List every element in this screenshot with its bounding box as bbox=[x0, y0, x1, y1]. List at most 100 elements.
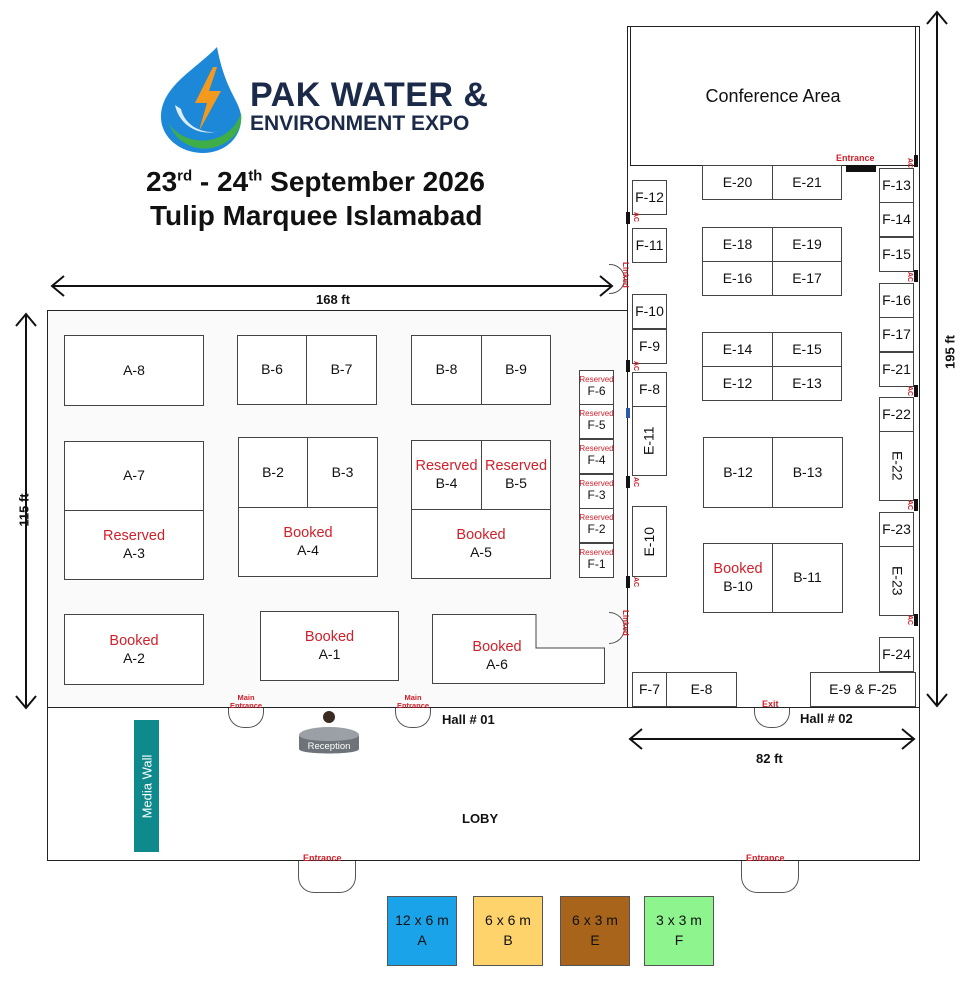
booth-f24[interactable]: F-24 bbox=[879, 637, 914, 672]
reception-illustration-icon bbox=[299, 711, 359, 754]
logo-line-2: ENVIRONMENT EXPO bbox=[250, 112, 470, 135]
conference-entrance-marker bbox=[846, 165, 876, 172]
booth-f12[interactable]: F-12 bbox=[632, 180, 667, 215]
hall1-height-label: 115 ft bbox=[16, 493, 32, 527]
lobby-entrance-1-door[interactable] bbox=[298, 861, 356, 893]
expo-logo bbox=[155, 45, 250, 155]
ac-unit bbox=[626, 212, 630, 224]
booth-e23[interactable]: E-23 bbox=[879, 546, 914, 616]
booth-b12[interactable]: B-12 bbox=[703, 437, 773, 508]
ac-unit bbox=[626, 476, 630, 488]
booth-b8[interactable]: B-8 bbox=[411, 335, 482, 405]
booth-f17[interactable]: F-17 bbox=[879, 317, 914, 352]
booth-f22[interactable]: F-22 bbox=[879, 397, 914, 432]
ac-unit bbox=[914, 155, 918, 167]
booth-f11[interactable]: F-11 bbox=[632, 228, 667, 263]
lobby-entrance-2-door[interactable] bbox=[741, 861, 799, 893]
conference-area-label: Conference Area bbox=[705, 85, 841, 106]
conference-area[interactable]: Conference Area bbox=[630, 26, 916, 166]
booth-f15[interactable]: F-15 bbox=[879, 237, 914, 272]
ac-unit bbox=[914, 270, 918, 282]
booth-f23[interactable]: F-23 bbox=[879, 512, 914, 547]
reception-label: Reception bbox=[307, 741, 351, 752]
logo-title: PAK WATER & ENVIRONMENT EXPO bbox=[250, 78, 520, 136]
booth-e16[interactable]: E-16 bbox=[702, 261, 773, 296]
hall-02-label: Hall # 02 bbox=[800, 711, 853, 726]
linked-label-upper: Linked bbox=[621, 262, 630, 288]
booth-a8[interactable]: A-8 bbox=[64, 335, 204, 406]
booth-e13[interactable]: E-13 bbox=[772, 366, 842, 401]
booth-b6[interactable]: B-6 bbox=[237, 335, 307, 405]
ac-unit bbox=[914, 614, 918, 626]
event-venue: Tulip Marquee Islamabad bbox=[150, 200, 483, 231]
booth-f13[interactable]: F-13 bbox=[879, 168, 914, 203]
booth-e9-f25[interactable]: E-9 & F-25 bbox=[810, 672, 916, 707]
booth-b11[interactable]: B-11 bbox=[772, 543, 843, 613]
booth-a7[interactable]: A-7 bbox=[64, 441, 204, 511]
booth-e12[interactable]: E-12 bbox=[702, 366, 773, 401]
booth-f9[interactable]: F-9 bbox=[632, 329, 667, 364]
lobby-entrance-2-label: Entrance bbox=[746, 853, 785, 863]
ac-label: AC bbox=[632, 361, 639, 372]
ac-label: AC bbox=[906, 272, 913, 283]
booth-e21[interactable]: E-21 bbox=[772, 165, 842, 200]
ac-label: AC bbox=[906, 158, 913, 169]
booth-e17[interactable]: E-17 bbox=[772, 261, 842, 296]
booth-e11[interactable]: E-11 bbox=[632, 406, 667, 476]
booth-f8[interactable]: F-8 bbox=[632, 372, 667, 407]
booth-f10[interactable]: F-10 bbox=[632, 294, 667, 329]
booth-b2[interactable]: B-2 bbox=[238, 437, 308, 508]
booth-e15[interactable]: E-15 bbox=[772, 332, 842, 367]
booth-f21[interactable]: F-21 bbox=[879, 352, 914, 387]
linked-label-lower: Linked bbox=[621, 610, 630, 636]
booth-a6[interactable]: Booked A-6 bbox=[432, 614, 605, 684]
booth-e8[interactable]: E-8 bbox=[666, 672, 737, 707]
ac-label: AC bbox=[906, 386, 913, 397]
booth-b7[interactable]: B-7 bbox=[306, 335, 377, 405]
water-drop-logo-icon bbox=[160, 47, 242, 153]
ac-unit bbox=[626, 576, 630, 588]
booth-f14[interactable]: F-14 bbox=[879, 202, 914, 237]
booth-f16[interactable]: F-16 bbox=[879, 283, 914, 318]
ac-label: AC bbox=[906, 500, 913, 511]
hall-01-label: Hall # 01 bbox=[442, 712, 495, 727]
booth-e19[interactable]: E-19 bbox=[772, 227, 842, 262]
hall-connector-marker bbox=[626, 408, 630, 418]
booth-e18[interactable]: E-18 bbox=[702, 227, 773, 262]
reception-desk[interactable]: Reception bbox=[297, 705, 361, 759]
booth-b13[interactable]: B-13 bbox=[772, 437, 843, 508]
ac-label: AC bbox=[632, 212, 639, 223]
booth-b3[interactable]: B-3 bbox=[307, 437, 378, 508]
booth-e22[interactable]: E-22 bbox=[879, 431, 914, 501]
booth-e20[interactable]: E-20 bbox=[702, 165, 773, 200]
booth-b9[interactable]: B-9 bbox=[481, 335, 551, 405]
media-wall: Media Wall bbox=[134, 720, 159, 852]
lobby-entrance-1-label: Entrance bbox=[303, 853, 342, 863]
booth-f7[interactable]: F-7 bbox=[632, 672, 667, 707]
ac-unit bbox=[626, 360, 630, 372]
hall2-height-label: 195 ft bbox=[942, 335, 958, 369]
booth-e10[interactable]: E-10 bbox=[632, 506, 667, 577]
booth-e14[interactable]: E-14 bbox=[702, 332, 773, 367]
ac-unit bbox=[914, 385, 918, 397]
